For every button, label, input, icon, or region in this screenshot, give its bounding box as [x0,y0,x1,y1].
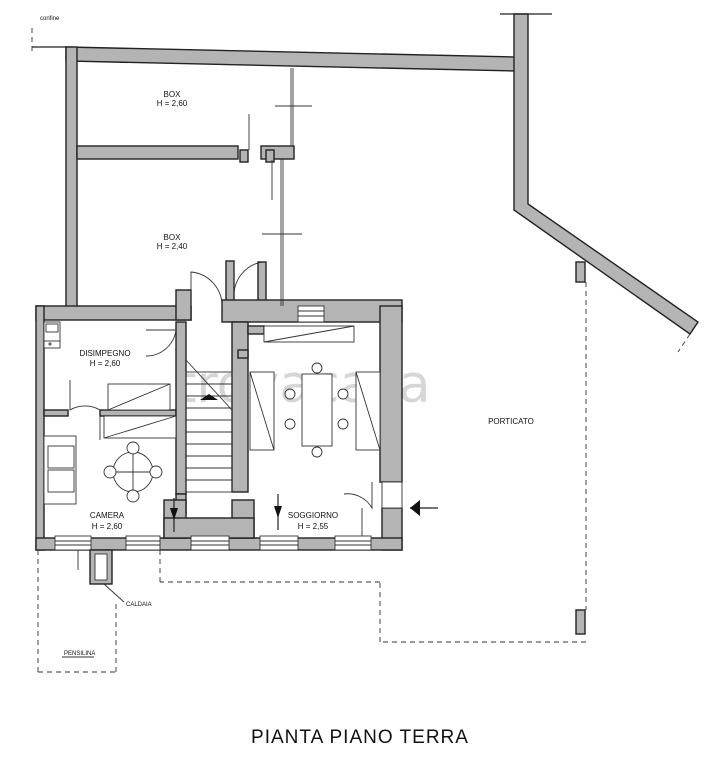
porticato-outline [37,261,691,673]
box2-height: H = 2,40 [157,242,188,251]
furniture [43,321,381,505]
camera-height: H = 2,60 [92,522,123,531]
porticato-label: PORTICATO [488,417,534,426]
boundary-line [31,13,552,52]
caldaia-label: CALDAIA [126,602,152,608]
box-doors [248,68,312,306]
confine-label: confine [40,16,60,22]
disimpegno-height: H = 2,60 [90,359,121,368]
camera-name: CAMERA [90,511,125,520]
windows [54,305,403,551]
box1-name: BOX [164,90,182,99]
plan-title: PIANTA PIANO TERRA [251,727,469,748]
stairs [185,359,233,493]
pensilina-label: PENSILINA [64,651,95,657]
box2-name: BOX [164,233,182,242]
box1-height: H = 2,60 [157,99,188,108]
entrance-markers [170,494,438,532]
soggiorno-name: SOGGIORNO [288,511,338,520]
doors [69,261,373,536]
soggiorno-height: H = 2,55 [298,522,329,531]
caldaia-niche [89,549,125,603]
disimpegno-name: DISIMPEGNO [79,349,130,358]
